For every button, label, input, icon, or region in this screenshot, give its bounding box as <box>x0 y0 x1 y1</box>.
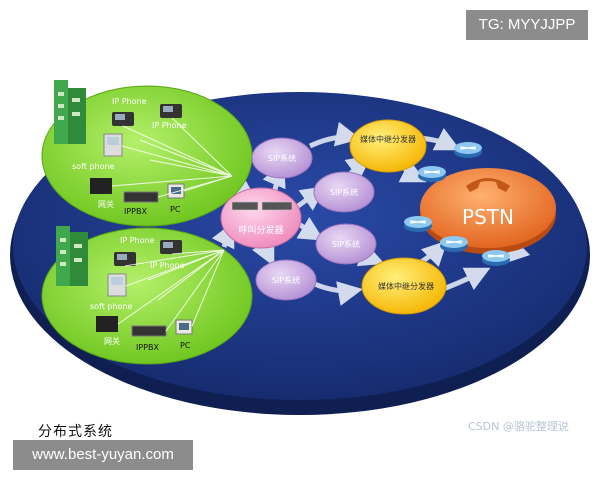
router-icon <box>404 216 432 232</box>
pc-icon <box>167 183 185 199</box>
site-bottom-links <box>117 249 225 332</box>
tg-badge: TG: MYYJJPP <box>466 10 588 40</box>
ip-phone-icon <box>112 112 134 126</box>
ippbx-label: IPPBX <box>136 343 159 352</box>
watermark: CSDN @骆驼整理说 <box>468 420 569 433</box>
server-rack-icon <box>231 201 293 211</box>
soft-phone-icon <box>107 273 127 297</box>
site-top: IP Phone IP Phone soft phone 网关 IPPBX PC <box>41 80 253 227</box>
ip-phone-label: IP Phone <box>152 121 187 130</box>
pstn-node: PSTN <box>420 168 556 254</box>
media-relay-label: 媒体中继分发器 <box>360 134 416 144</box>
ippbx-icon <box>131 325 167 337</box>
sip-node: SIP系统 <box>255 259 317 301</box>
pstn-label: PSTN <box>462 205 514 229</box>
building-icon <box>54 80 86 144</box>
ip-phone-label: IP Phone <box>150 261 185 270</box>
pc-label: PC <box>180 341 191 350</box>
soft-phone-label: soft phone <box>72 162 115 171</box>
router-icon <box>418 166 446 182</box>
gateway-label: 网关 <box>104 336 120 346</box>
media-relay-node: 媒体中继分发器 <box>361 257 447 315</box>
router-icon <box>454 142 482 158</box>
call-distributor-node: 呼叫分发器 <box>220 187 302 249</box>
soft-phone-label: soft phone <box>90 302 133 311</box>
ippbx-icon <box>123 191 159 203</box>
diagram-caption: 分布式系统 <box>38 424 113 440</box>
media-relay-node: 媒体中继分发器 <box>349 119 427 173</box>
ip-phone-icon <box>114 252 136 266</box>
site-top-links <box>111 117 233 198</box>
router-icon <box>440 236 468 252</box>
ip-phone-label: IP Phone <box>112 97 147 106</box>
sip-node: SIP系统 <box>251 137 313 179</box>
router-icons <box>404 142 510 266</box>
gateway-label: 网关 <box>98 199 114 209</box>
url-badge: www.best-yuyan.com <box>13 440 193 470</box>
call-distributor-label: 呼叫分发器 <box>238 224 283 236</box>
sip-label: SIP系统 <box>330 187 358 197</box>
sip-label: SIP系统 <box>272 275 300 285</box>
site-bottom-disc <box>41 227 253 365</box>
sip-node: SIP系统 <box>315 223 377 265</box>
soft-phone-icon <box>103 133 123 157</box>
pc-label: PC <box>170 205 181 214</box>
telephone-icon <box>466 178 510 192</box>
ip-phone-icon <box>160 104 182 118</box>
ip-phone-icon <box>160 240 182 254</box>
media-relay-label: 媒体中继分发器 <box>378 281 434 291</box>
building-icon <box>56 226 88 286</box>
ippbx-label: IPPBX <box>124 207 147 216</box>
pc-icon <box>175 319 193 335</box>
sip-node: SIP系统 <box>313 171 375 213</box>
gateway-icon <box>90 178 112 194</box>
sip-label: SIP系统 <box>332 239 360 249</box>
gateway-icon <box>96 316 118 332</box>
router-icon <box>482 250 510 266</box>
sip-label: SIP系统 <box>268 153 296 163</box>
site-bottom: IP Phone IP Phone soft phone 网关 IPPBX PC <box>41 226 253 365</box>
ip-phone-label: IP Phone <box>120 236 155 245</box>
